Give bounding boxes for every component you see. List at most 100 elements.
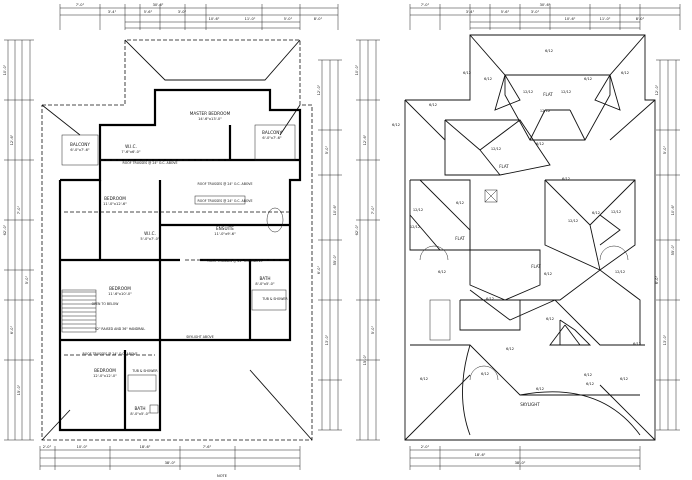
dimension-text: 5'-6" (144, 10, 153, 14)
roof-hip-line (41, 104, 81, 136)
room-name: MASTER BEDROOM (190, 111, 231, 116)
roof-pitch-label: 6/12 (438, 270, 446, 274)
curved-roof-edge (462, 344, 471, 436)
dimension-text: 7'-0" (76, 3, 85, 7)
roof-pitch-label: 6/12 (429, 103, 437, 107)
dimension-text: 6'-0" (10, 325, 14, 334)
dimension-text: 38'-0" (515, 461, 526, 465)
roof-pitch-label: 6/12 (420, 377, 428, 381)
dimension-text: 55'-0" (333, 254, 337, 265)
roof-pitch-label: 6/12 (392, 123, 400, 127)
roof-label: FLAT (543, 92, 553, 97)
annotation-note: ROOF TRUSSES @ 24" O.C. ABOVE (207, 259, 262, 263)
roof-label: FLAT (531, 264, 541, 269)
hip-line (599, 214, 621, 246)
room-size: 6'-0"x7'-6" (262, 136, 281, 140)
roof-plane (444, 119, 551, 176)
dimension-text: 6'-0" (655, 275, 659, 284)
roof-label: FLAT (455, 236, 465, 241)
roof-pitch-label: 12/12 (568, 219, 578, 223)
roof-pitch-label: 12/12 (615, 270, 625, 274)
vanity (194, 195, 246, 205)
opening (429, 299, 451, 341)
hip-line (589, 179, 636, 226)
dimension-text: 7'-6" (203, 445, 212, 449)
annotation-note: 42" RAISED AND 36" HANDRAIL (95, 327, 145, 331)
dimension-text: 10'-6" (209, 17, 220, 21)
room-name: BEDROOM (109, 286, 131, 291)
drawing-caption: NOTE (217, 474, 228, 478)
roof-plane (520, 269, 641, 346)
dimension-text: 7'-0" (371, 205, 375, 214)
dormer (594, 74, 621, 111)
roof-pitch-label: 6/12 (456, 201, 464, 205)
dimension-text: 12'-0" (655, 84, 659, 95)
dimension-text: 6'-0" (317, 265, 321, 274)
room-name: BEDROOM (104, 196, 126, 201)
roof-pitch-label: 6/12 (481, 372, 489, 376)
roof-hip-line (404, 99, 446, 141)
roof-pitch-label: 12/12 (561, 90, 571, 94)
roof-pitch-label: 12/12 (611, 210, 621, 214)
room-name: BATH (259, 276, 270, 281)
room-size: 12'-0"x12'-0" (93, 374, 117, 378)
roof-plane (504, 74, 611, 141)
bathtub-oval (266, 207, 284, 233)
room-name: BALCONY (262, 130, 282, 135)
annotation-note: ROOF TRUSSES @ 24" O.C. ABOVE (197, 182, 252, 186)
roof-edge (410, 344, 640, 396)
dimension-text: 11'-0" (245, 17, 256, 21)
room-size: 7'-6"x6'-0" (121, 150, 140, 154)
dimension-text: 10'-6" (671, 204, 675, 215)
dimension-text: 5'-0" (371, 325, 375, 334)
dimension-text: 7'-0" (17, 205, 21, 214)
room-size: 11'-0"x12'-6" (103, 202, 127, 206)
roof-hip-line (124, 39, 301, 81)
dimension-text: 5'-0" (25, 275, 29, 284)
room-size: 11'-0"x9'-6" (214, 232, 236, 236)
roof-pitch-label: 6/12 (633, 342, 641, 346)
roof-pitch-label: 12/12 (413, 208, 423, 212)
dimension-text: 3'-4" (108, 10, 117, 14)
roof-pitch-label: 6/12 (463, 71, 471, 75)
dimension-text: 3'-0" (531, 10, 540, 14)
dimension-text: 5'-0" (325, 145, 329, 154)
balcony (61, 134, 99, 166)
annotation-note: TUB & SHOWER (261, 297, 288, 301)
roof-pitch-label: 6/12 (536, 142, 544, 146)
roof-hip-line (469, 34, 646, 76)
room-size: 6'-0"x7'-6" (70, 148, 89, 152)
skylight (484, 189, 498, 203)
dimension-text: 15'-0" (17, 384, 21, 395)
roof-pitch-label: 6/12 (536, 387, 544, 391)
room-size: 8'-0"x5'-0" (130, 412, 149, 416)
bay-roof (469, 365, 499, 381)
roof-pitch-label: 6/12 (621, 71, 629, 75)
bay-roof (419, 245, 449, 261)
room-size: 8'-0"x5'-0" (255, 282, 274, 286)
dimension-text: 7'-0" (421, 3, 430, 7)
room-name: ENSUITE (216, 226, 234, 231)
hip-line (444, 119, 481, 151)
room-name: W.I.C. (125, 144, 137, 149)
floor-plan: 7'-0"30'-6"3'-4"5'-6"3'-0"10'-6"11'-0"5'… (3, 3, 342, 478)
bathtub (127, 374, 157, 392)
balcony (254, 124, 296, 161)
staircase (62, 291, 96, 329)
dimension-text: 2'-0" (421, 445, 430, 449)
roof-pitch-label: 12/12 (523, 90, 533, 94)
roof-plane (544, 179, 636, 271)
dimension-text: 10'-6" (333, 204, 337, 215)
annotation-note: ROOF TRUSSES @ 24" O.C. ABOVE (197, 199, 252, 203)
roof-hip-line (249, 369, 313, 441)
dimension-text: 30'-6" (153, 3, 164, 7)
roof-pitch-label: 6/12 (484, 77, 492, 81)
flat-roof (459, 299, 521, 331)
dimension-text: 10'-6" (565, 17, 576, 21)
roof-hip-line (404, 374, 471, 441)
dimension-text: 5'-0" (663, 145, 667, 154)
hip-line (544, 179, 591, 226)
annotation-note: ROOF TRUSSES @ 24" O.C. ABOVE (82, 352, 137, 356)
roof-pitch-label: 6/12 (584, 373, 592, 377)
